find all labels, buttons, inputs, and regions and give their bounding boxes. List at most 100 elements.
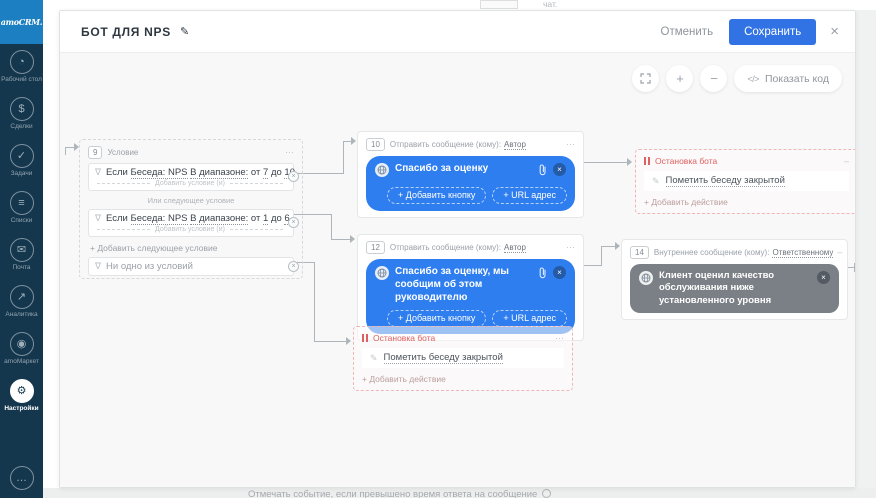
message-text[interactable]: Спасибо за оценку [395, 163, 489, 174]
recipient-chip[interactable]: Ответственному [772, 247, 834, 258]
node-menu-icon[interactable]: ⋯ [285, 147, 294, 157]
sidebar-item-deals[interactable]: $ Сделки [0, 95, 43, 142]
pencil-icon: ✎ [370, 352, 378, 363]
cancel-button[interactable]: Отменить [660, 25, 714, 38]
sidebar: amoCRM. ◔ Рабочий стол $ Сделки ✓ Задачи… [0, 0, 43, 498]
delete-message-icon[interactable]: × [553, 163, 566, 176]
stop-action-row[interactable]: ✎ Пометить беседу закрытой [362, 348, 564, 368]
message-node-10[interactable]: 10 Отправить сообщение (кому): Автор ⋯ С… [357, 131, 584, 218]
pencil-icon: ✎ [652, 175, 660, 186]
edit-title-icon[interactable]: ✎ [179, 26, 190, 38]
sidebar-item-lists[interactable]: ≡ Списки [0, 189, 43, 236]
attach-file-icon[interactable] [538, 266, 547, 284]
dashboard-icon: ◔ [9, 50, 34, 74]
delete-branch-icon[interactable]: × [288, 171, 299, 182]
connector-endpoint [854, 263, 855, 272]
pause-icon [644, 157, 650, 165]
add-next-condition-button[interactable]: + Добавить следующее условие [90, 243, 218, 253]
condition-field[interactable]: Беседа: NPS [130, 167, 188, 179]
add-condition-and-button[interactable]: Добавить условие (и) [95, 226, 285, 233]
sidebar-item-mail[interactable]: ✉ Почта [0, 236, 43, 283]
message-text[interactable]: Клиент оценил качество обслуживания ниже… [659, 270, 775, 306]
node-menu-icon[interactable]: ⋯ [566, 242, 575, 252]
node-menu-icon[interactable]: ⋯ [555, 332, 564, 343]
add-action-button[interactable]: + Добавить действие [362, 374, 446, 384]
message-bubble[interactable]: Спасибо за оценку, мы сообщим об этом ру… [366, 259, 575, 334]
message-node-12[interactable]: 12 Отправить сообщение (кому): Автор ⋯ С… [357, 234, 584, 341]
condition-row-2[interactable]: ∇ Если Беседа: NPS В диапазоне: от 1 до … [88, 209, 299, 237]
delete-message-icon[interactable]: × [817, 271, 830, 284]
or-next-condition-label: Или следующее условие [147, 196, 235, 205]
amocrm-logo[interactable]: amoCRM. [0, 0, 43, 44]
fit-screen-button[interactable] [632, 65, 660, 92]
stop-node-header: Остановка бота ⋯ [362, 333, 564, 343]
attach-file-icon[interactable] [538, 163, 547, 181]
channel-globe-icon [639, 271, 653, 285]
node-menu-icon[interactable]: – [837, 247, 843, 257]
condition-operator[interactable]: В диапазоне: [190, 167, 249, 179]
node-menu-icon[interactable]: – [843, 155, 849, 166]
message-text[interactable]: Спасибо за оценку, мы сообщим об этом ру… [395, 266, 509, 303]
sidebar-item-desktop[interactable]: ◔ Рабочий стол [0, 48, 43, 95]
analytics-icon: ↗ [9, 285, 34, 309]
toggle-icon[interactable] [542, 489, 552, 498]
sidebar-item-analytics[interactable]: ↗ Аналитика [0, 283, 43, 330]
show-code-button[interactable]: </> Показать код [734, 65, 842, 92]
add-url-pill[interactable]: + URL адрес [492, 187, 568, 204]
stop-bot-node-top[interactable]: Остановка бота – ✎ Пометить беседу закры… [635, 149, 855, 214]
message-node-header: 12 Отправить сообщение (кому): Автор ⋯ [366, 241, 575, 254]
fit-screen-icon [640, 73, 652, 84]
zoom-in-button[interactable]: + [666, 65, 694, 92]
filter-icon: ∇ [95, 261, 102, 271]
sidebar-item-settings[interactable]: ⚙ Настройки [0, 377, 43, 424]
condition-operator[interactable]: В диапазоне: [190, 213, 249, 225]
background-bottom-strip: Отмечать событие, если превышено время о… [43, 488, 876, 498]
connector-line [331, 214, 332, 240]
connector-line [314, 341, 347, 342]
stop-bot-node-bottom[interactable]: Остановка бота ⋯ ✎ Пометить беседу закры… [353, 326, 573, 391]
condition-node[interactable]: 9 Условие ⋯ ∇ Если Беседа: NPS В диапазо… [79, 139, 303, 279]
connector-arrow [346, 337, 351, 345]
add-button-pill[interactable]: + Добавить кнопку [387, 310, 487, 327]
condition-from-value[interactable]: 1 [263, 213, 269, 225]
internal-node-header: 14 Внутреннее сообщение (кому): Ответств… [630, 246, 843, 259]
condition-from-value[interactable]: 7 [263, 167, 269, 179]
internal-message-bubble[interactable]: Клиент оценил качество обслуживания ниже… [630, 264, 839, 314]
add-button-pill[interactable]: + Добавить кнопку [387, 187, 487, 204]
sidebar-chat-button[interactable]: … [0, 466, 43, 490]
condition-to-value[interactable]: 6 [284, 213, 290, 225]
bot-flow-canvas[interactable]: + − </> Показать код [60, 53, 855, 487]
connector-line [65, 147, 66, 155]
connector-line [65, 147, 75, 148]
connector-line [294, 214, 332, 215]
condition-row-none[interactable]: ∇ Ни одно из условий × [88, 257, 299, 276]
modal-header: БОТ ДЛЯ NPS ✎ Отменить Сохранить × [60, 11, 855, 53]
close-icon[interactable]: × [830, 23, 839, 40]
delete-branch-icon[interactable]: × [288, 217, 299, 228]
zoom-out-button[interactable]: − [700, 65, 728, 92]
recipient-chip[interactable]: Автор [504, 139, 526, 150]
stop-node-header: Остановка бота – [644, 156, 849, 166]
recipient-chip[interactable]: Автор [504, 242, 526, 253]
node-menu-icon[interactable]: ⋯ [566, 139, 575, 149]
background-chat-label: чат. [543, 0, 558, 9]
sidebar-item-tasks[interactable]: ✓ Задачи [0, 142, 43, 189]
connector-line [343, 141, 344, 174]
mail-icon: ✉ [9, 238, 34, 262]
stop-action-row[interactable]: ✎ Пометить беседу закрытой [644, 171, 849, 191]
add-action-button[interactable]: + Добавить действие [644, 197, 728, 207]
sidebar-item-market[interactable]: ◉ amoМаркет [0, 330, 43, 377]
condition-row-1[interactable]: ∇ Если Беседа: NPS В диапазоне: от 7 до … [88, 163, 299, 191]
internal-message-node-14[interactable]: 14 Внутреннее сообщение (кому): Ответств… [621, 239, 848, 321]
add-url-pill[interactable]: + URL адрес [492, 310, 568, 327]
connector-line [331, 239, 351, 240]
filter-icon: ∇ [95, 167, 102, 177]
delete-message-icon[interactable]: × [553, 266, 566, 279]
add-condition-and-button[interactable]: Добавить условие (и) [95, 180, 285, 187]
connector-line [581, 162, 628, 163]
delete-branch-icon[interactable]: × [288, 260, 299, 272]
condition-field[interactable]: Беседа: NPS [130, 213, 188, 225]
save-button[interactable]: Сохранить [729, 18, 817, 45]
message-bubble[interactable]: Спасибо за оценку × + Добавить кнопку + … [366, 156, 575, 211]
